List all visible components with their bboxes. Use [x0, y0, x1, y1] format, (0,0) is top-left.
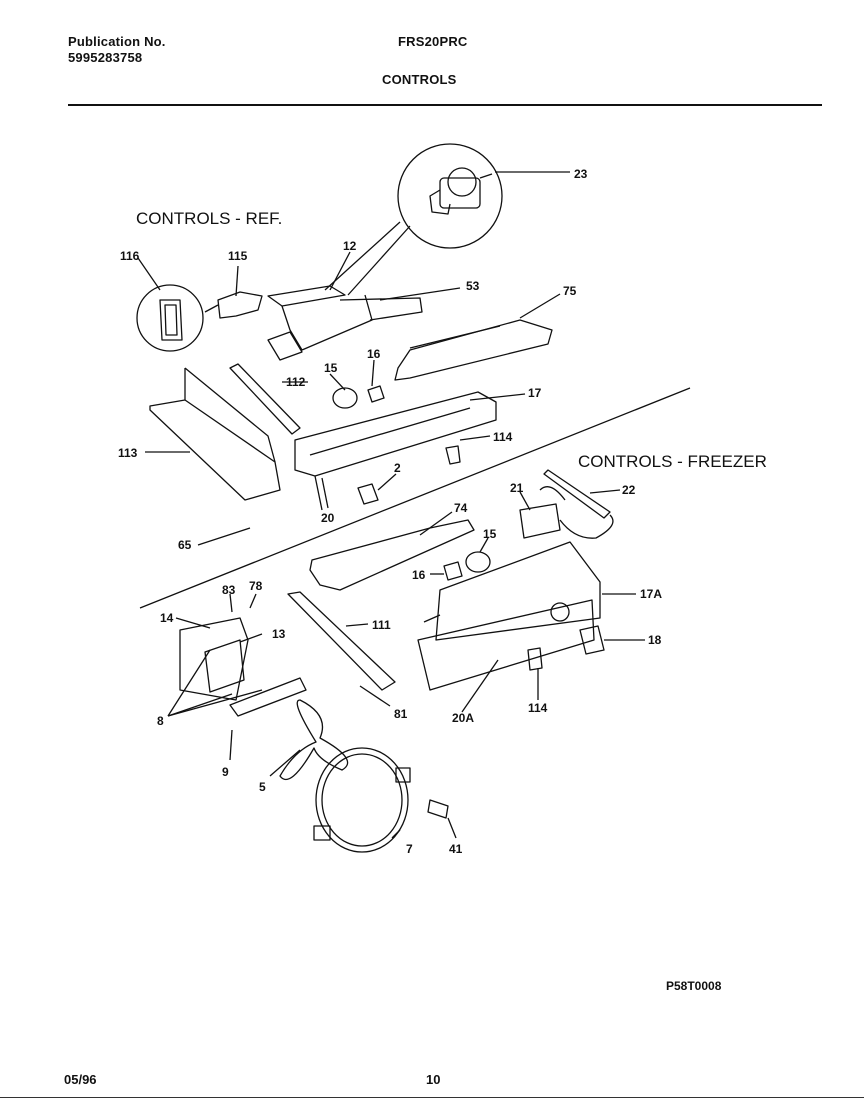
callout: 22 [622, 483, 636, 497]
callout: 20 [321, 511, 335, 525]
callout: 14 [160, 611, 174, 625]
callout: 12 [343, 239, 357, 253]
footer-divider [0, 1097, 864, 1098]
callout: 114 [493, 430, 513, 444]
plate-74 [309, 519, 475, 591]
bracket-14 [179, 617, 249, 701]
callout: 15 [324, 361, 338, 375]
callout: 17 [528, 386, 542, 400]
section-divider-line [139, 387, 691, 609]
probe-22 [543, 469, 611, 519]
callout: 5 [259, 780, 266, 794]
callout: 115 [228, 249, 248, 263]
callout: 111 [372, 618, 391, 632]
group-label-ref: CONTROLS - REF. [136, 209, 282, 228]
bracket-111 [287, 591, 396, 691]
callout: 15 [483, 527, 497, 541]
group-label-freezer: CONTROLS - FREEZER [578, 452, 767, 471]
callout: 18 [648, 633, 662, 647]
publication-label: Publication No. [68, 34, 166, 49]
callout: 81 [394, 707, 408, 721]
detail-circle-23 [397, 143, 503, 249]
callout: 41 [449, 842, 463, 856]
callout: 23 [574, 167, 588, 181]
callout: 2 [394, 461, 401, 475]
callout: 78 [249, 579, 263, 593]
panel-20A [417, 599, 595, 691]
housing-17A [435, 541, 601, 641]
thermostat-23-part [429, 167, 493, 215]
fan-shroud-7 [315, 747, 409, 853]
figure-code: P58T0008 [666, 979, 722, 993]
callout: 53 [466, 279, 480, 293]
callout: 20A [452, 711, 474, 725]
housing-17 [294, 391, 497, 477]
callout: 9 [222, 765, 229, 779]
callout: 65 [178, 538, 192, 552]
callout: 112 [286, 375, 306, 389]
callout: 116 [120, 249, 140, 263]
publication-number: 5995283758 [68, 50, 143, 65]
header-divider [68, 104, 822, 106]
fan-blade-5 [279, 699, 349, 781]
callout: 75 [563, 284, 577, 298]
shield-113 [149, 399, 281, 501]
callout: 17A [640, 587, 662, 601]
plate-75 [394, 319, 553, 381]
callout: 16 [412, 568, 426, 582]
callout: 113 [118, 446, 138, 460]
model-number: FRS20PRC [398, 34, 468, 49]
section-title: CONTROLS [382, 72, 457, 87]
callout: 13 [272, 627, 286, 641]
callout: 83 [222, 583, 236, 597]
rod-112 [229, 363, 301, 435]
callout: 114 [528, 701, 548, 715]
callout: 16 [367, 347, 381, 361]
callout: 74 [454, 501, 468, 515]
footer-date: 05/96 [64, 1072, 97, 1087]
callout: 7 [406, 842, 413, 856]
callout: 21 [510, 481, 524, 495]
detail-circle-116 [136, 284, 204, 352]
callout: 8 [157, 714, 164, 728]
page-number: 10 [426, 1072, 441, 1087]
control-21 [519, 503, 561, 539]
